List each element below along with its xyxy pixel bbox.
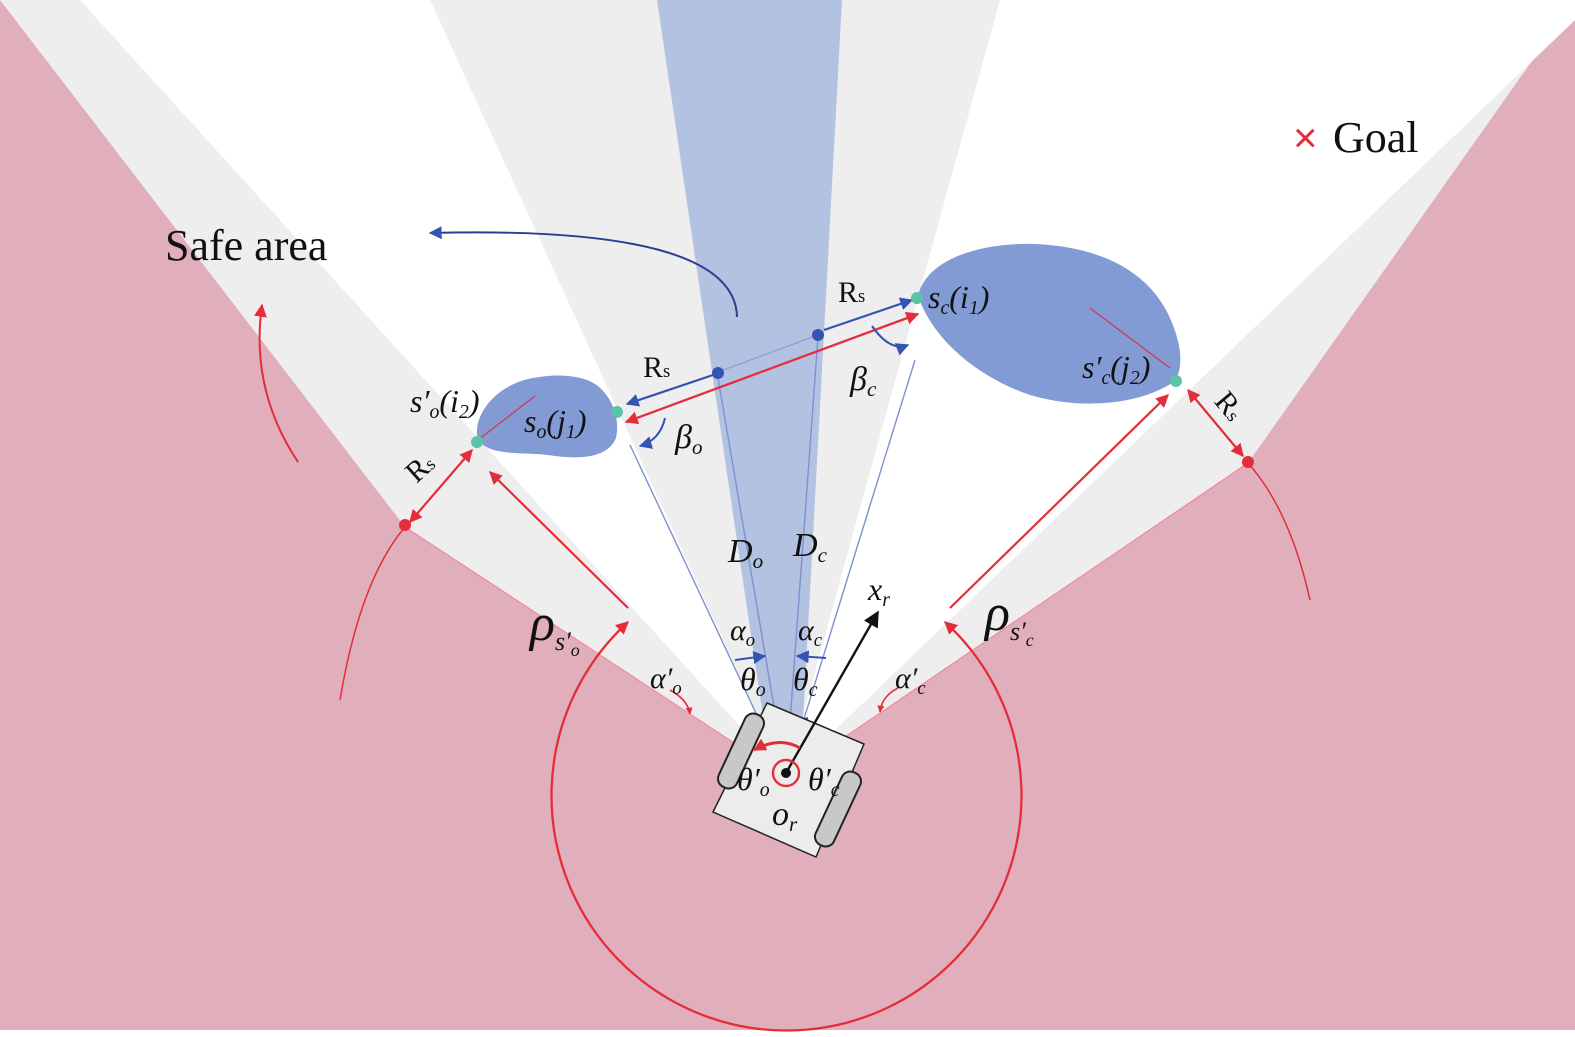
point-sop-i2	[471, 436, 483, 448]
label-theta-c: θc	[793, 661, 818, 701]
label-alpha-c: αc	[798, 614, 823, 651]
label-beta-c: βc	[849, 361, 877, 401]
robot-center-ring	[771, 758, 801, 788]
safe-area-label: Safe area	[165, 221, 327, 270]
rho-circle	[550, 621, 1023, 1032]
point-sc-i1	[911, 292, 923, 304]
label-theta-prime-c: θ′c	[808, 761, 840, 801]
goal-marker: ×	[1293, 114, 1318, 161]
arrow-rho-left	[489, 471, 629, 609]
point-mid-left	[712, 367, 724, 379]
point-rs-left	[399, 519, 411, 531]
blue-connector	[717, 334, 819, 373]
arrow-span-red	[624, 311, 920, 425]
label-alpha-prime-o: α′o	[650, 662, 682, 699]
white-gap-right	[786, 0, 1575, 777]
rs-label-top: Rs	[838, 276, 865, 309]
label-alpha-prime-c: α′c	[895, 662, 926, 699]
alpha-prime-c-arc	[877, 687, 899, 713]
label-alpha-o: αo	[730, 614, 755, 651]
robot-wheel-right	[813, 770, 863, 848]
label-rho-c: ρs′c	[983, 585, 1034, 650]
label-rho-o: ρs′o	[528, 595, 580, 660]
label-x-r: xr	[867, 571, 890, 611]
robot-heading-line	[784, 610, 880, 774]
obstacle-left	[476, 375, 618, 458]
white-margin-bottom	[0, 1030, 1575, 1037]
arrow-rs-mid-left	[625, 372, 717, 407]
point-rs-right	[1242, 456, 1254, 468]
arrow-rs-mid-top	[823, 297, 914, 332]
safe-area-arc	[253, 303, 299, 463]
obstacle-edge-left	[477, 395, 536, 441]
beta-o-arc	[638, 417, 666, 449]
ray-lines-red	[404, 462, 1249, 778]
label-scp-j2: s′c(j2)	[1082, 349, 1150, 389]
arc-right-outer	[1247, 462, 1311, 601]
label-so-j1: so(j1)	[524, 403, 587, 443]
label-D-o: Do	[727, 533, 763, 573]
arrow-rho-right	[949, 394, 1169, 609]
label-o-r: or	[772, 796, 798, 836]
rs-label-mid: Rs	[643, 351, 670, 384]
alpha-o-arrow	[734, 651, 767, 664]
goal-label: Goal	[1333, 113, 1419, 162]
label-theta-prime-o: θ′o	[737, 761, 770, 801]
obstacle-right	[918, 243, 1181, 404]
label-sc-i1: sc(i1)	[928, 279, 989, 319]
obstacle-edge-right	[1089, 307, 1171, 369]
label-beta-o: βo	[674, 419, 702, 459]
robot-center	[781, 768, 791, 778]
label-D-c: Dc	[792, 527, 828, 567]
label-theta-o: θo	[740, 661, 766, 701]
white-gap-left	[80, 0, 786, 777]
arrow-rs-right-bottom	[1187, 389, 1244, 457]
beta-c-arc	[871, 325, 910, 356]
arc-left-outer	[339, 526, 406, 701]
robot	[711, 610, 880, 858]
label-sop-i2: s′o(i2)	[410, 383, 480, 423]
point-so-j1	[611, 406, 623, 418]
alpha-prime-o-arc	[669, 689, 693, 715]
robot-wheel-left	[716, 712, 766, 790]
alpha-c-arrow	[795, 650, 827, 664]
arrow-rs-left-bottom	[409, 449, 473, 523]
theta-prime-o-arc	[752, 738, 801, 752]
safe-area-pointer	[428, 226, 738, 318]
point-scp-j2	[1170, 375, 1182, 387]
point-mid-top	[812, 329, 824, 341]
